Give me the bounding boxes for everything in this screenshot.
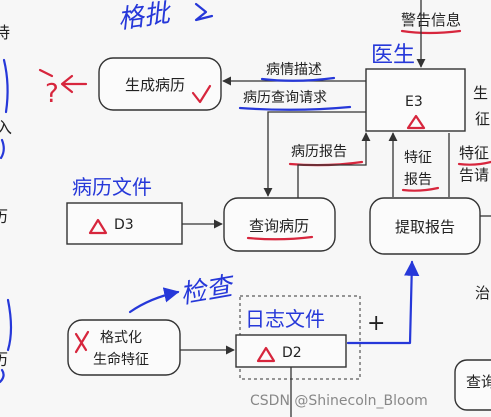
right-partial-underline (457, 160, 491, 166)
history-file-store (66, 202, 183, 245)
left-blue-stroke-1 (2, 58, 9, 114)
alarm-info-label: 警告信息 (401, 11, 461, 29)
question-tick (38, 68, 54, 78)
question-mark-annotation: ? (45, 79, 59, 109)
history-report-label: 病历报告 (291, 144, 347, 160)
history-query-label: 病历查询请求 (243, 90, 327, 106)
right-partial-text-5: 治 (475, 284, 490, 302)
gen-history-red-check (191, 84, 212, 104)
partial-query-label: 查询 (466, 373, 491, 391)
disease-desc-label: 病情描述 (266, 62, 322, 78)
scribble-underline (194, 2, 214, 22)
d2-to-extract-flow (346, 260, 420, 345)
right-partial-text-3: 特征 (459, 144, 489, 162)
d3-triangle-mark (88, 218, 108, 235)
watermark: CSDN @Shinecoln_Bloom (250, 393, 428, 409)
doctor-annotation: 医生 (371, 43, 415, 68)
history-query-flow (263, 111, 366, 197)
doctor-entity-label: E3 (405, 94, 423, 110)
d2-label: D2 (282, 345, 302, 361)
left-partial-text-2: 入 (0, 118, 12, 137)
history-report-flow (297, 132, 371, 198)
doctor-triangle-mark (406, 114, 426, 130)
gen-history-label: 生成病历 (125, 76, 185, 94)
partial-query-process (454, 359, 491, 411)
check-annotation: 检查 (178, 271, 238, 310)
gen-history-process (98, 57, 222, 111)
feature-report-line1: 特征 (404, 150, 432, 166)
top-scribble: 格批 (116, 0, 175, 35)
question-arrow (60, 74, 88, 94)
right-partial-text-1: 生 (473, 84, 488, 102)
plus-annotation: + (367, 311, 385, 336)
left-blue-stroke-3 (6, 298, 13, 352)
doctor-entity-box (365, 68, 466, 132)
format-vitals-red-check (74, 330, 90, 354)
log-file-store (235, 334, 347, 368)
right-partial-text-4: 告请 (459, 166, 489, 184)
left-blue-stroke-4 (0, 368, 5, 384)
left-partial-text-3: 历 (0, 207, 8, 226)
check-arrow-curve (128, 287, 180, 314)
left-partial-text-1: 诗 (0, 23, 10, 42)
query-history-underline (246, 235, 314, 241)
log-file-selection (239, 295, 361, 380)
left-blue-stroke-2 (0, 138, 5, 160)
d2-triangle-mark (256, 346, 276, 363)
format-vitals-process (67, 319, 181, 376)
history-query-underline (238, 105, 352, 111)
right-partial-text-2: 征 (475, 110, 490, 128)
feature-report-line2: 报告 (404, 172, 432, 188)
query-history-label: 查询病历 (249, 217, 309, 235)
extract-report-process (369, 197, 481, 255)
extract-report-label: 提取报告 (395, 218, 455, 236)
feature-report-underline (401, 186, 440, 192)
alarm-info-underline (400, 29, 462, 35)
left-partial-text-4: 历 (0, 350, 8, 369)
history-file-annotation: 病历文件 (72, 175, 152, 199)
disease-desc-underline (260, 76, 336, 82)
format-vitals-line1: 格式化 (100, 330, 142, 346)
log-file-annotation: 日志文件 (245, 307, 325, 331)
format-vitals-line2: 生命特征 (93, 351, 149, 368)
d3-label: D3 (114, 217, 134, 233)
